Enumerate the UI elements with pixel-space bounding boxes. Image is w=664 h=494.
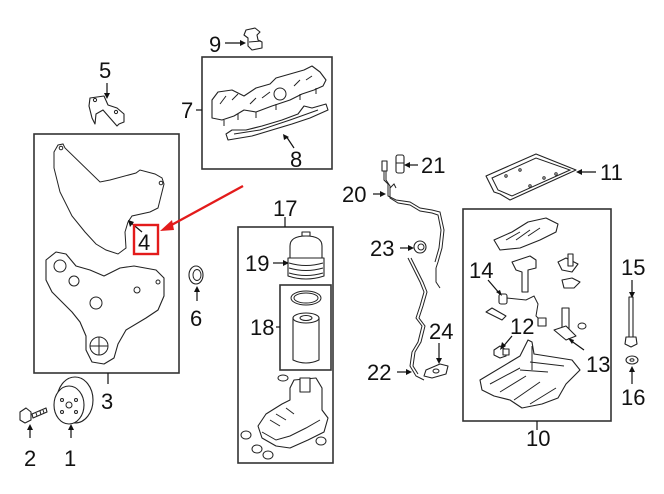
oil-filter-housing[interactable] [240, 374, 329, 460]
highlight-box [132, 223, 160, 256]
pulley-bolt-part-2[interactable] [19, 407, 48, 424]
leader-lines [27, 40, 635, 438]
valve-cover-gasket-part-8[interactable] [225, 103, 329, 141]
callout-10[interactable]: 10 [526, 426, 550, 451]
callout-14[interactable]: 14 [469, 258, 493, 283]
oil-pan-part-10[interactable] [479, 339, 581, 409]
group-box-7 [201, 56, 333, 170]
callout-1[interactable]: 1 [64, 446, 76, 471]
oil-filter-part-18[interactable] [290, 290, 322, 364]
highlight-arrowhead [160, 220, 174, 231]
timing-cover-part-3[interactable] [45, 251, 165, 365]
callout-3[interactable]: 3 [101, 389, 113, 414]
oil-pickup-part-13[interactable] [553, 307, 587, 341]
dipstick-part-21[interactable] [395, 154, 405, 174]
front-seal-part-6[interactable] [188, 265, 204, 285]
callout-9[interactable]: 9 [209, 32, 221, 57]
baffle[interactable] [493, 217, 559, 251]
callout-23[interactable]: 23 [370, 236, 394, 261]
callout-20[interactable]: 20 [342, 182, 366, 207]
bracket-part-5[interactable] [88, 95, 125, 127]
timing-cover-gasket-part-4[interactable] [53, 143, 165, 255]
callout-11[interactable]: 11 [600, 160, 623, 185]
callout-12[interactable]: 12 [510, 314, 534, 339]
group-box-3 [33, 133, 180, 374]
callout-13[interactable]: 13 [586, 352, 610, 377]
pulley-part-1[interactable] [53, 376, 94, 425]
callout-2[interactable]: 2 [24, 446, 36, 471]
callout-6[interactable]: 6 [190, 306, 202, 331]
callout-15[interactable]: 15 [621, 255, 645, 280]
oil-pan-gasket-part-11[interactable] [485, 153, 577, 201]
valve-cover-part-7[interactable] [211, 65, 327, 126]
callout-24[interactable]: 24 [429, 319, 453, 344]
dipstick-tube-part-20[interactable] [381, 160, 445, 269]
washer-part-16[interactable] [625, 355, 639, 365]
tube-part-22[interactable] [407, 257, 441, 381]
oil-filter-cap-part-19[interactable] [287, 231, 325, 280]
callout-19[interactable]: 19 [245, 251, 269, 276]
drain-plug-part-12[interactable] [493, 345, 510, 359]
callout-18[interactable]: 18 [250, 315, 274, 340]
callout-4[interactable]: 4 [138, 230, 150, 255]
callout-labels: 5 9 7 8 4 3 6 2 1 17 19 18 21 20 23 22 2… [24, 32, 645, 471]
callout-21[interactable]: 21 [421, 153, 445, 178]
highlight-callout-4 [132, 184, 244, 256]
oil-level-sensor-part-14[interactable] [485, 293, 547, 327]
callout-16[interactable]: 16 [621, 385, 645, 410]
oil-filler-cap-part-9[interactable] [243, 27, 263, 51]
oil-pickup-tube[interactable] [511, 255, 537, 293]
callout-22[interactable]: 22 [367, 360, 391, 385]
callout-5[interactable]: 5 [99, 58, 111, 83]
highlight-arrow [165, 184, 244, 230]
pickup-bracket[interactable] [557, 253, 581, 289]
grommet-part-23[interactable] [413, 240, 427, 254]
callout-7[interactable]: 7 [181, 98, 193, 123]
bolt-part-15[interactable] [624, 296, 638, 348]
callout-8[interactable]: 8 [290, 147, 302, 172]
tube-gasket-part-24[interactable] [423, 363, 449, 379]
callout-17[interactable]: 17 [273, 196, 297, 221]
